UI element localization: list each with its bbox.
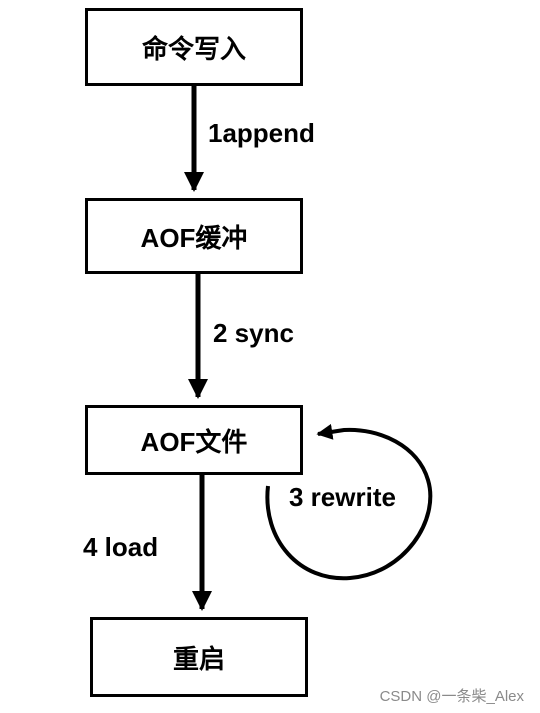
arrow-rewrite-loop: [265, 423, 433, 581]
edge-label-sync: 2 sync: [213, 318, 294, 348]
node-label: 命令写入: [141, 33, 246, 64]
node-label: AOF缓冲: [140, 222, 248, 253]
node-aof-buffer: AOF缓冲: [85, 198, 303, 274]
node-aof-file: AOF文件: [85, 405, 303, 475]
watermark: CSDN @一条柴_Alex: [379, 688, 524, 705]
node-label: AOF文件: [140, 426, 248, 457]
node-restart: 重启: [90, 617, 308, 697]
node-command-write: 命令写入: [85, 8, 303, 86]
edge-label-load: 4 load: [83, 532, 159, 562]
node-label: 重启: [172, 643, 225, 674]
edge-label-append: 1append: [208, 118, 315, 148]
edge-label-rewrite: 3 rewrite: [289, 482, 396, 512]
